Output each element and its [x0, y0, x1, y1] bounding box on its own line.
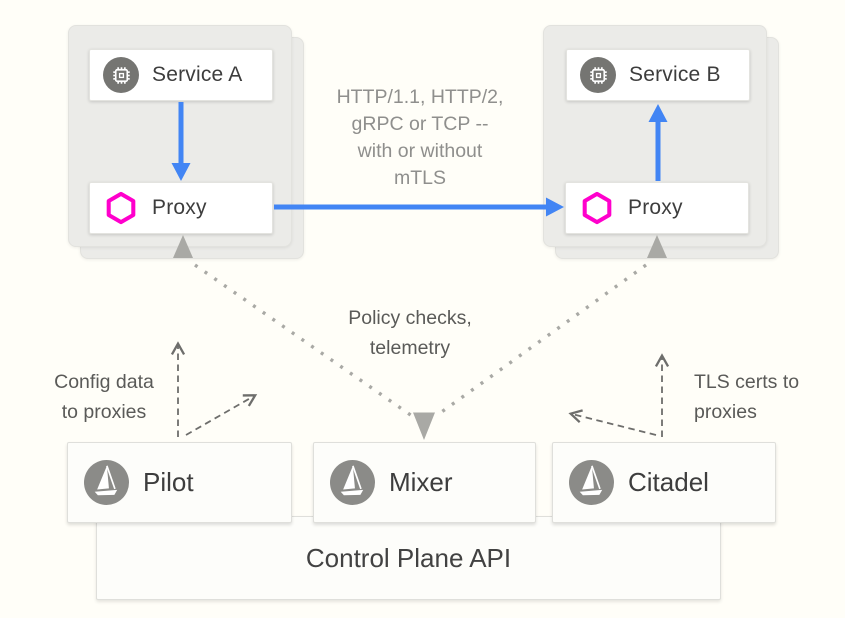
control-plane-api-label: Control Plane API: [305, 542, 512, 573]
proxy-left-node: Proxy: [89, 182, 273, 234]
control-plane-api-bar: Control Plane API: [96, 516, 721, 600]
chip-icon: [580, 57, 616, 93]
pilot-label: Pilot: [143, 467, 194, 497]
proxy-right-label: Proxy: [628, 196, 683, 219]
proxy-left-label: Proxy: [152, 196, 207, 219]
config-data-label: Config data to proxies: [54, 371, 154, 423]
mixer-label: Mixer: [389, 467, 453, 497]
citadel-node: Citadel: [552, 442, 776, 523]
dashed-arrow-pilot-diagonal: [185, 394, 258, 436]
citadel-label: Citadel: [628, 467, 709, 497]
istio-sail-icon: [84, 460, 129, 505]
service-b-label: Service B: [629, 63, 721, 86]
service-a-label: Service A: [152, 63, 243, 86]
service-a-node: Service A: [89, 49, 273, 101]
hexagon-icon: [103, 190, 139, 226]
traffic-arrow-proxy-to-proxy: [274, 197, 564, 217]
istio-sail-icon: [569, 460, 614, 505]
policy-telemetry-label: Policy checks, telemetry: [348, 307, 472, 359]
tls-certs-label: TLS certs to proxies: [694, 371, 800, 423]
proxy-right-node: Proxy: [565, 182, 749, 234]
pilot-node: Pilot: [67, 442, 292, 523]
mixer-node: Mixer: [313, 442, 536, 523]
service-b-node: Service B: [566, 49, 750, 101]
dashed-arrow-citadel-diagonal: [568, 409, 657, 436]
hexagon-icon: [579, 190, 615, 226]
chip-icon: [103, 57, 139, 93]
mixer-arrowhead: [413, 412, 435, 440]
http-protocols-label: HTTP/1.1, HTTP/2, gRPC or TCP -- with or…: [336, 86, 504, 189]
istio-sail-icon: [330, 460, 375, 505]
